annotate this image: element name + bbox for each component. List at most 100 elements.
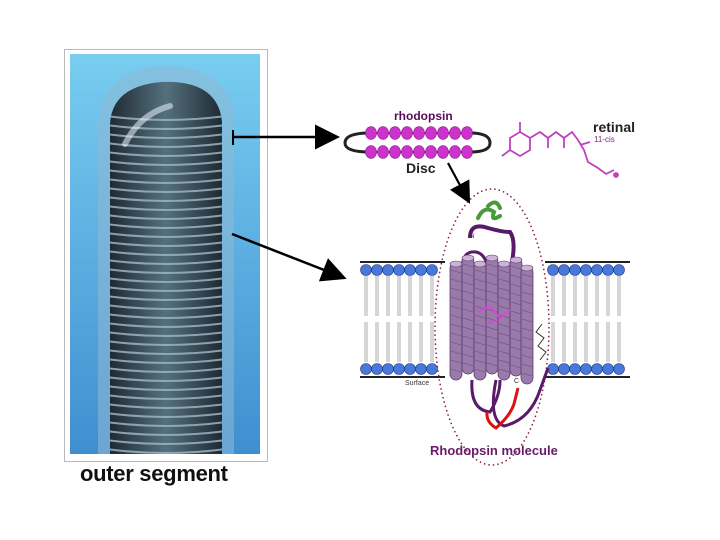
helix-cap [520, 264, 534, 272]
helix-turn [474, 323, 486, 328]
helix-cap [497, 260, 511, 268]
lipid-head [602, 363, 614, 375]
helix-turn [462, 263, 474, 268]
disc-stripe [110, 160, 222, 166]
helix-turn [450, 296, 462, 301]
helix-turn [462, 281, 474, 286]
arrow-to-molecule [447, 162, 471, 204]
helix-turn [486, 353, 498, 358]
helix-turn [450, 323, 462, 328]
transmembrane-helix [520, 265, 534, 385]
rhodopsin-bead [413, 126, 425, 140]
disc-stripe [110, 376, 222, 382]
membrane-bilayer [360, 261, 630, 378]
disc-stripe [110, 142, 222, 148]
helix-turn [486, 326, 498, 331]
helix-turn [474, 287, 486, 292]
rhodopsin-bead [437, 145, 449, 159]
helix-turn [450, 305, 462, 310]
helix-turn [474, 296, 486, 301]
rhodopsin-bead [365, 145, 377, 159]
rhodopsin-bead [449, 145, 461, 159]
helix-turn [521, 309, 533, 314]
disc-stripe [110, 394, 222, 400]
helix-turn [474, 368, 486, 373]
helix-cap [485, 254, 499, 262]
rhodopsin-molecule-label: Rhodopsin molecule [430, 443, 558, 458]
transmembrane-helix [449, 261, 463, 381]
disc-stripe [110, 367, 222, 373]
disc-stripe [110, 349, 222, 355]
helix-turn [486, 272, 498, 277]
rhodopsin-beads [365, 126, 473, 159]
helix-turn [521, 363, 533, 368]
helix-turn [521, 282, 533, 287]
rhodopsin-bead [377, 145, 389, 159]
lipid-head [404, 363, 416, 375]
disc-stripe [110, 133, 222, 139]
helix-cap [461, 254, 475, 262]
disc-stripe [110, 232, 222, 238]
helix-turn [462, 272, 474, 277]
rhodopsin-bead [365, 126, 377, 140]
helix-turn [450, 350, 462, 355]
lipid-head [360, 264, 372, 276]
disc-stripe [110, 439, 222, 445]
outer-segment-label: outer segment [80, 461, 228, 486]
disc-stripe [110, 331, 222, 337]
helix-turn [498, 269, 510, 274]
lipid-head [580, 264, 592, 276]
helix-turn [462, 299, 474, 304]
helix-turn [462, 362, 474, 367]
lipid-head [382, 264, 394, 276]
rhodopsin-bead [401, 145, 413, 159]
lipid-head [415, 363, 427, 375]
helix-turn [521, 300, 533, 305]
lipid-head [613, 264, 625, 276]
disc-stripe [110, 115, 222, 121]
lipid-head [569, 363, 581, 375]
disc-stripe [110, 340, 222, 346]
disc-diagram [343, 126, 492, 159]
helix-turn [498, 287, 510, 292]
helix-cap [449, 260, 463, 268]
disc-stripe [110, 187, 222, 193]
helix-turn [521, 345, 533, 350]
disc-stripe [110, 412, 222, 418]
helix-turn [474, 278, 486, 283]
lipid-head [558, 363, 570, 375]
disc-stripe [110, 151, 222, 157]
helix-turn [450, 341, 462, 346]
lipid-head [426, 264, 438, 276]
helix-turn [521, 372, 533, 377]
helix-turn [510, 310, 522, 315]
rhodopsin-bead [425, 145, 437, 159]
helix-turn [450, 278, 462, 283]
rhodopsin-bead [377, 126, 389, 140]
disc-stripe [110, 286, 222, 292]
helix-turn [498, 350, 510, 355]
lipid-head [580, 363, 592, 375]
disc-stripe [110, 421, 222, 427]
disc-stripe [110, 205, 222, 211]
transmembrane-helix [485, 255, 499, 375]
disc-stripe [110, 124, 222, 130]
helix-turn [462, 308, 474, 313]
disc-stripe [110, 268, 222, 274]
lipid-head [426, 363, 438, 375]
helix-turn [450, 359, 462, 364]
helix-turn [462, 326, 474, 331]
arrow-to-disc [232, 124, 340, 150]
helix-turn [510, 283, 522, 288]
lipid-head [569, 264, 581, 276]
outer-segment-photo [70, 54, 260, 454]
helix-turn [521, 291, 533, 296]
rhodopsin-bead [401, 126, 413, 140]
retinal-label: retinal [593, 119, 636, 135]
helix-turn [486, 290, 498, 295]
rhodopsin-bead [449, 126, 461, 140]
lipid-head [393, 363, 405, 375]
n-terminus-label: N [470, 234, 474, 240]
helix-turn [521, 318, 533, 323]
disc-label: Disc [406, 160, 436, 176]
